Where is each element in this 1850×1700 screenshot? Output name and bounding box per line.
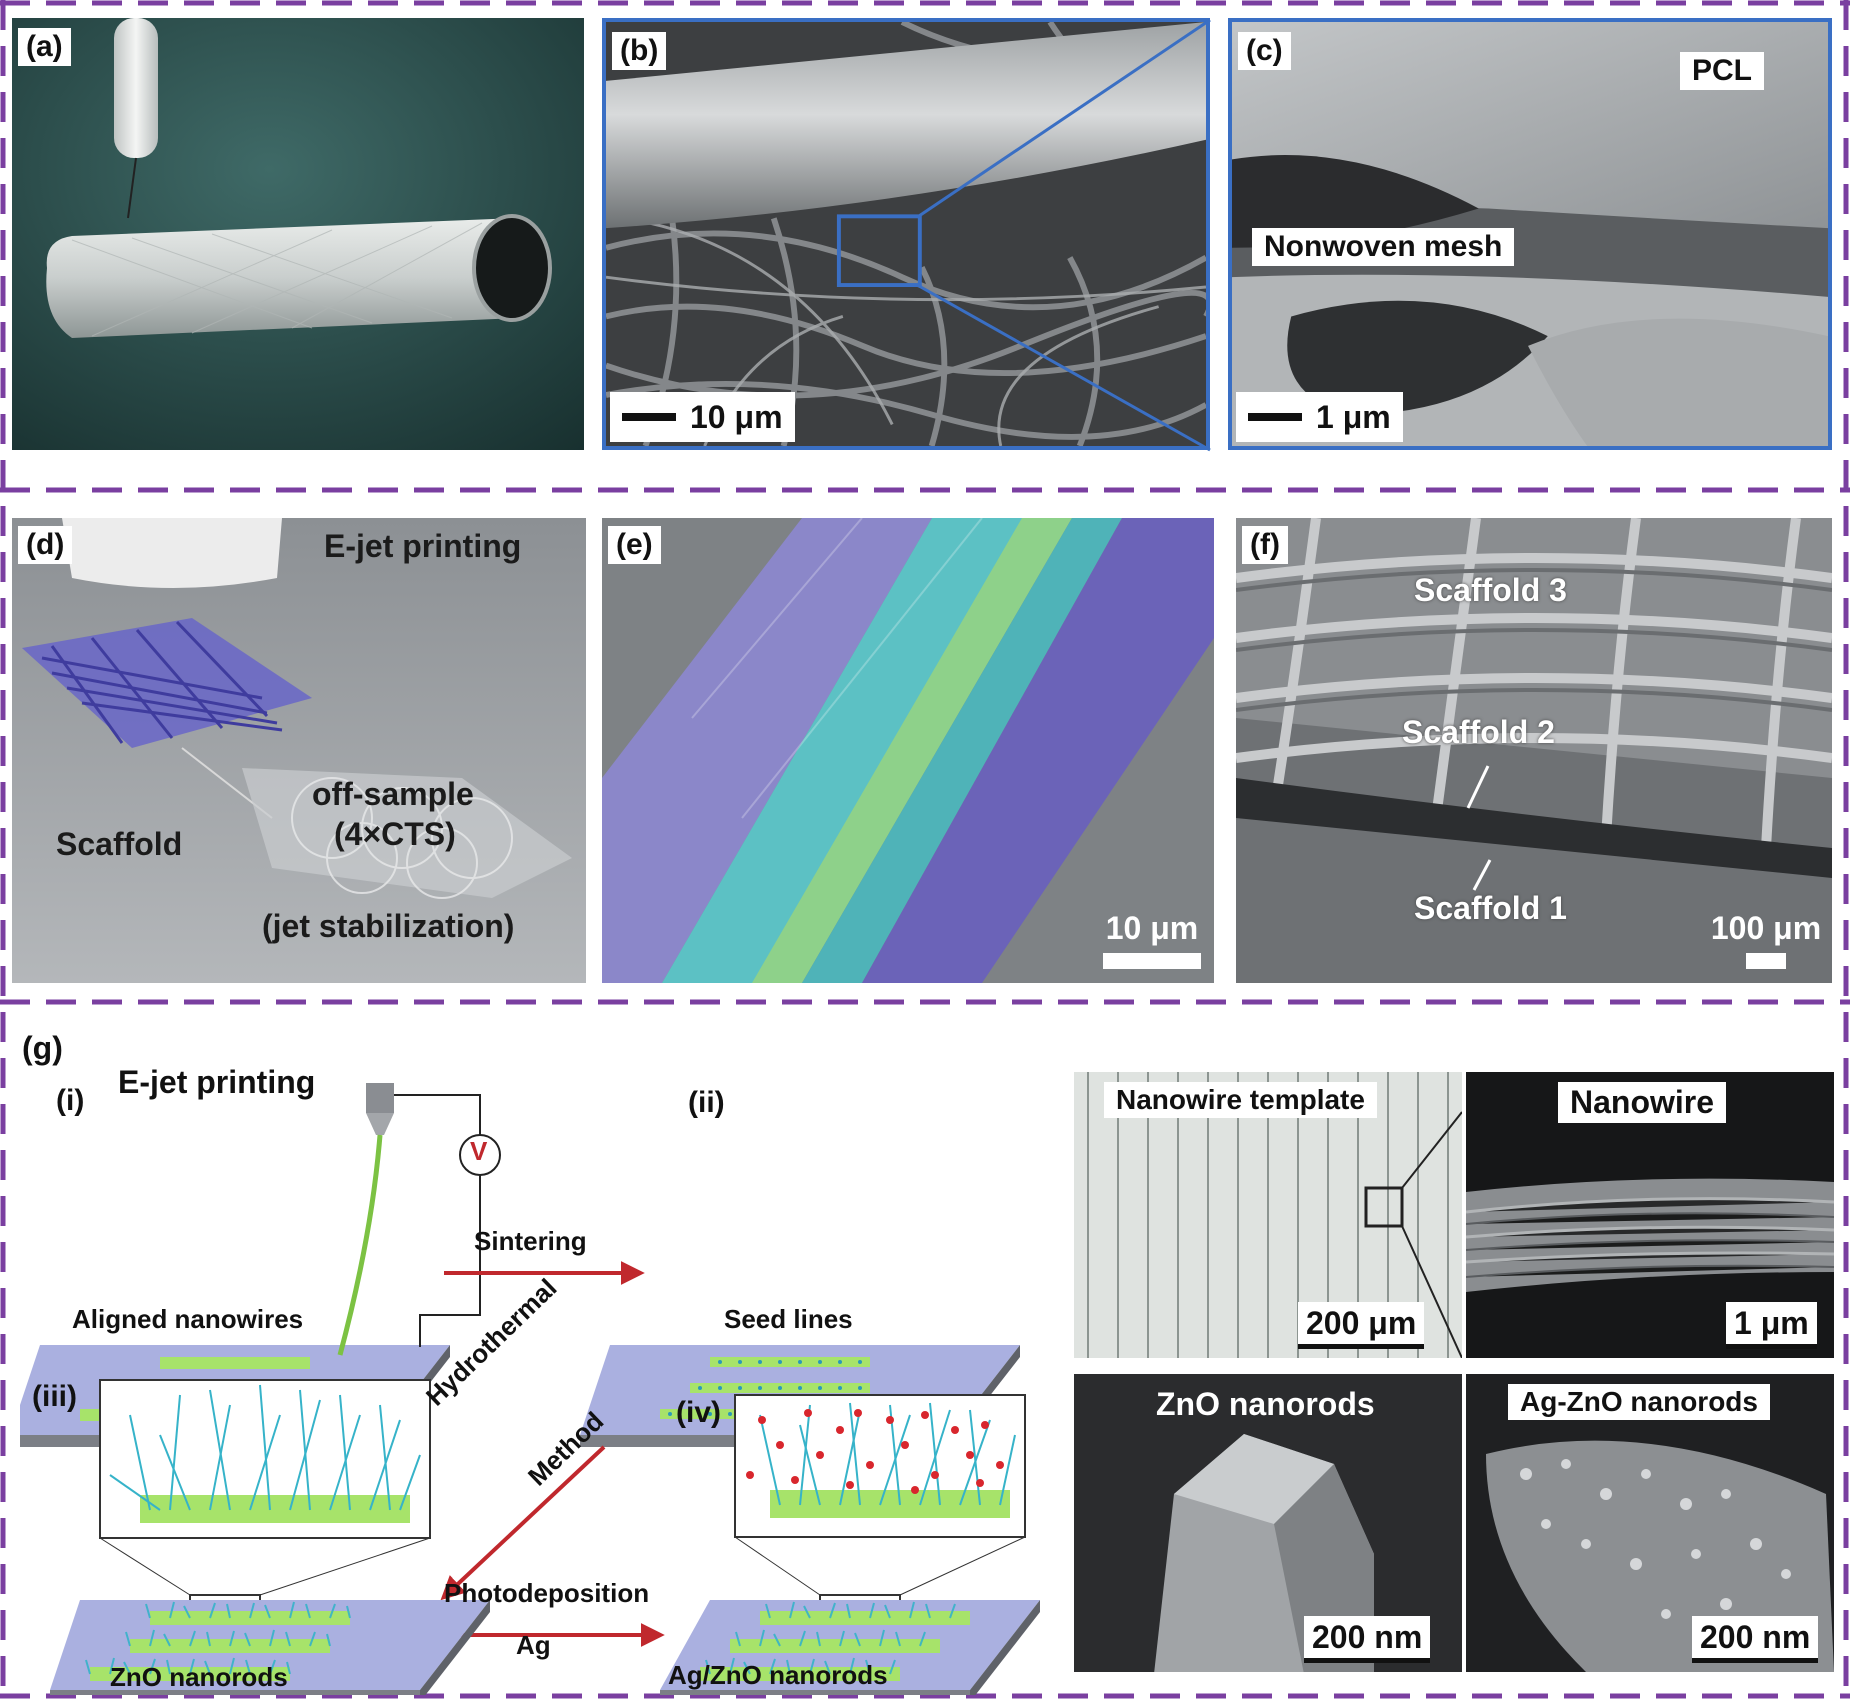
step-ejet-title: E-jet printing (118, 1064, 316, 1100)
panel-d-title: E-jet printing (324, 528, 522, 564)
ag-label: Ag (516, 1630, 551, 1660)
panel-c-pcl-label: PCL (1680, 52, 1764, 90)
substrate-zno-nanorods (50, 1600, 490, 1695)
panel-e-sem: (e) 10 μm (602, 518, 1214, 983)
panel-c-sem: (c) PCL Nonwoven mesh 1 μm (1228, 18, 1832, 450)
step-ii-label: (ii) (688, 1086, 725, 1119)
step-iv-label: (iv) (676, 1396, 721, 1429)
panel-f-scaffold-3: Scaffold 3 (1414, 572, 1567, 608)
panel-b-label: (b) (612, 32, 667, 70)
panel-b-sem: (b) 10 μm (602, 18, 1210, 450)
agzno-scalebar: 200 nm (1692, 1616, 1819, 1663)
agzno-sem-label: Ag-ZnO nanorods (1508, 1384, 1770, 1420)
panel-e-scalebar: 10 μm (1100, 910, 1204, 969)
nanowire-sem-image: Nanowire 1 μm (1466, 1072, 1834, 1358)
panel-c-scalebar: 1 μm (1236, 392, 1403, 442)
panel-f-scalebar: 100 μm (1706, 910, 1826, 969)
aligned-nanowires-label: Aligned nanowires (72, 1304, 304, 1334)
zno-nanorods-label: ZnO nanorods (110, 1662, 288, 1692)
panel-c-mesh-label: Nonwoven mesh (1252, 228, 1515, 266)
nanowire-label: Nanowire (1558, 1082, 1727, 1123)
panel-f-sem: (f) Scaffold 3 Scaffold 2 Scaffold 1 100… (1236, 518, 1832, 983)
panel-d-scaffold: Scaffold (56, 826, 183, 862)
zno-scalebar: 200 nm (1304, 1616, 1431, 1663)
panel-d-jet-stabilization: (jet stabilization) (262, 908, 515, 944)
panel-f-scaffold-2: Scaffold 2 (1402, 714, 1555, 750)
seed-lines-label: Seed lines (724, 1304, 853, 1334)
ejet-nozzle-icon (337, 1083, 501, 1356)
substrate-agzno-nanorods (660, 1600, 1040, 1695)
nanowire-scalebar: 1 μm (1726, 1302, 1817, 1349)
panel-g-schematic (20, 1083, 1040, 1695)
panel-g-label: (g) (22, 1030, 63, 1066)
arrow-hydrothermal (440, 1445, 606, 1601)
agzno-sem-image: Ag-ZnO nanorods 200 nm (1466, 1374, 1834, 1672)
panel-d-label: (d) (18, 526, 73, 564)
nanowire-template-image: Nanowire template 200 μm (1074, 1072, 1462, 1358)
step-iii-label: (iii) (32, 1380, 77, 1413)
panel-c-label: (c) (1238, 32, 1291, 70)
panel-f-label: (f) (1242, 526, 1288, 564)
zno-sem-label: ZnO nanorods (1156, 1386, 1375, 1422)
panel-a-label: (a) (18, 28, 71, 66)
photodeposition-label: Photodeposition (444, 1578, 650, 1608)
sintering-label: Sintering (474, 1226, 587, 1256)
panel-b-scalebar: 10 μm (610, 392, 795, 442)
panel-f-scaffold-1: Scaffold 1 (1414, 890, 1567, 926)
zno-zoom-inset (99, 1379, 431, 1626)
panel-e-label: (e) (608, 526, 661, 564)
panel-d-photo: (d) E-jet printing Scaffold off-sample (… (12, 518, 586, 983)
agzno-zoom-inset (734, 1394, 1026, 1626)
zno-sem-image: ZnO nanorods 200 nm (1074, 1374, 1462, 1672)
panel-d-off-sample: off-sample (312, 776, 474, 812)
agzno-nanorods-label: Ag/ZnO nanorods (668, 1660, 888, 1690)
panel-a-photo: (a) (12, 18, 584, 450)
panel-d-cts: (4×CTS) (334, 816, 456, 852)
template-scalebar: 200 μm (1298, 1302, 1425, 1349)
step-i-label: (i) (56, 1084, 85, 1117)
voltage-label: V (470, 1136, 488, 1166)
nanowire-template-label: Nanowire template (1104, 1082, 1377, 1118)
